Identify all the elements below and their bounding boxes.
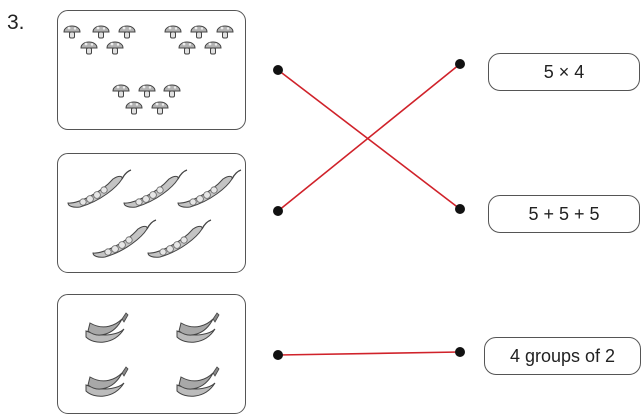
answer-box-4-groups-of-2[interactable]: 4 groups of 2	[484, 337, 641, 375]
dot-left-bananas[interactable]	[273, 350, 283, 360]
answer-label-4-groups-of-2: 4 groups of 2	[509, 345, 616, 366]
picture-box-mushrooms[interactable]	[57, 10, 246, 130]
dot-right-5x4[interactable]	[455, 59, 465, 69]
match-line-bananas-to-4-groups-of-2	[277, 351, 461, 356]
dot-left-mushrooms[interactable]	[273, 65, 283, 75]
answer-label-5x4: 5 × 4	[543, 61, 585, 82]
answer-box-5x4[interactable]: 5 × 4	[488, 53, 640, 91]
picture-box-bananas[interactable]	[57, 294, 246, 414]
match-line-peas-to-5x4	[277, 63, 461, 212]
answer-label-5plus5plus5: 5 + 5 + 5	[528, 203, 600, 224]
answer-box-5plus5plus5[interactable]: 5 + 5 + 5	[488, 195, 640, 233]
match-line-mushrooms-to-5plus5plus5	[277, 69, 461, 210]
dot-right-5plus5plus5[interactable]	[455, 204, 465, 214]
dot-right-4-groups-of-2[interactable]	[455, 347, 465, 357]
dot-left-pea-pods[interactable]	[273, 206, 283, 216]
question-number: 3.	[7, 11, 25, 34]
